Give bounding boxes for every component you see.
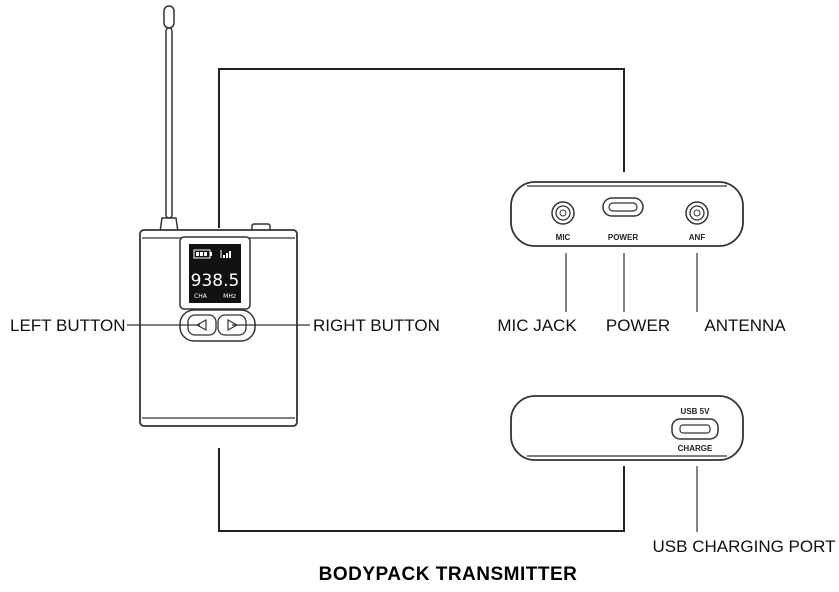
usb-charging-port-label: USB CHARGING PORT: [653, 537, 836, 556]
top-panel: MIC POWER ANF: [510, 181, 744, 247]
mic-panel-label: MIC: [556, 233, 571, 242]
left-arrow-icon: [195, 318, 207, 332]
power-label: POWER: [606, 316, 670, 335]
signal-icon: [220, 250, 231, 258]
power-panel-label: POWER: [608, 233, 638, 242]
lcd-unit-label: MHz: [223, 293, 236, 300]
antenna-jack[interactable]: [685, 201, 709, 225]
lcd-channel-label: CHA: [194, 293, 208, 300]
connector-bottom: [218, 448, 625, 532]
bottom-panel: USB 5V CHARGE: [510, 395, 744, 461]
mic-jack-label: MIC JACK: [497, 316, 577, 335]
left-button-label: LEFT BUTTON: [10, 316, 126, 335]
antenna: [159, 5, 179, 233]
usb-5v-label: USB 5V: [681, 407, 711, 416]
connector-top: [218, 68, 625, 228]
battery-icon: [193, 249, 212, 259]
power-slot[interactable]: [602, 197, 644, 217]
right-button-label: RIGHT BUTTON: [313, 316, 440, 335]
usb-port[interactable]: [671, 418, 719, 440]
mic-jack[interactable]: [551, 201, 575, 225]
lcd-screen: 938.5 CHA MHz: [179, 236, 251, 310]
right-arrow-icon: [227, 318, 239, 332]
antenna-label: ANTENNA: [704, 316, 786, 335]
antenna-panel-label: ANF: [689, 233, 706, 242]
charge-label: CHARGE: [678, 444, 713, 453]
diagram-title: BODYPACK TRANSMITTER: [319, 564, 578, 585]
lcd-frequency: 938.5: [191, 271, 240, 291]
